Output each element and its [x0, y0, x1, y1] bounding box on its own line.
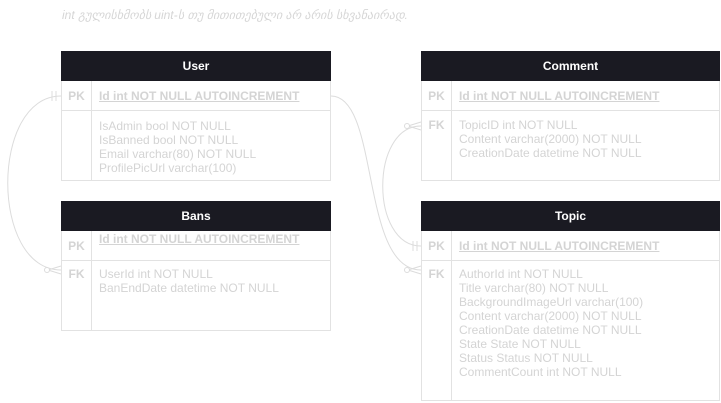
fk-label: FK [62, 261, 92, 330]
field: Title varchar(80) NOT NULL [459, 281, 609, 295]
key-column [62, 111, 92, 180]
pk-label: PK [62, 231, 92, 260]
field: CommentCount int NOT NULL [459, 365, 622, 379]
table-comment-fields-row: FK TopicID int NOT NULL Content varchar(… [421, 111, 720, 181]
table-user: User PK Id int NOT NULL AUTOINCREMENT Is… [61, 51, 331, 181]
field-list: TopicID int NOT NULL Content varchar(200… [459, 118, 715, 160]
table-topic: Topic PK Id int NOT NULL AUTOINCREMENT F… [421, 201, 720, 401]
field: AuthorId int NOT NULL [459, 267, 583, 281]
table-bans-fields-row: FK UserId int NOT NULL BanEndDate dateti… [61, 261, 331, 331]
table-comment-title: Comment [421, 51, 720, 81]
field: Status Status NOT NULL [459, 351, 593, 365]
table-topic-fields-row: FK AuthorId int NOT NULL Title varchar(8… [421, 261, 720, 401]
field: CreationDate datetime NOT NULL [459, 146, 642, 160]
table-bans: Bans PK Id int NOT NULL AUTOINCREMENT FK… [61, 201, 331, 331]
user-topic-relation [330, 95, 422, 271]
field: IsBanned bool NOT NULL [99, 133, 239, 147]
diagram-note: int გულისხმობს uint-ს თუ მითითებული არ ა… [62, 8, 408, 22]
pk-field: Id int NOT NULL AUTOINCREMENT [459, 89, 660, 103]
pk-label: PK [422, 231, 452, 260]
pk-field: Id int NOT NULL AUTOINCREMENT [99, 232, 300, 246]
pk-label: PK [62, 81, 92, 110]
field: BackgroundImageUrl varchar(100) [459, 295, 644, 309]
topic-comment-relation [382, 125, 422, 247]
pk-label: PK [422, 81, 452, 110]
field: TopicID int NOT NULL [459, 118, 578, 132]
table-comment-pk-row: PK Id int NOT NULL AUTOINCREMENT [421, 81, 720, 111]
table-topic-title: Topic [421, 201, 720, 231]
field: ProfilePicUrl varchar(100) [99, 161, 237, 175]
table-user-pk-row: PK Id int NOT NULL AUTOINCREMENT [61, 81, 331, 111]
field: State State NOT NULL [459, 337, 581, 351]
field: Email varchar(80) NOT NULL [99, 147, 257, 161]
field: IsAdmin bool NOT NULL [99, 119, 231, 133]
pk-field: Id int NOT NULL AUTOINCREMENT [459, 239, 660, 253]
field: CreationDate datetime NOT NULL [459, 323, 642, 337]
field-list: UserId int NOT NULL BanEndDate datetime … [99, 267, 326, 295]
fk-label: FK [422, 111, 452, 180]
table-comment: Comment PK Id int NOT NULL AUTOINCREMENT… [421, 51, 720, 181]
table-user-title: User [61, 51, 331, 81]
field: Content varchar(2000) NOT NULL [459, 132, 642, 146]
table-user-fields-row: IsAdmin bool NOT NULL IsBanned bool NOT … [61, 111, 331, 181]
field: BanEndDate datetime NOT NULL [99, 281, 279, 295]
field: UserId int NOT NULL [99, 267, 213, 281]
pk-field: Id int NOT NULL AUTOINCREMENT [99, 89, 300, 103]
field-list: AuthorId int NOT NULL Title varchar(80) … [459, 267, 715, 379]
fk-label: FK [422, 261, 452, 400]
user-bans-relation [7, 95, 62, 271]
table-bans-pk-row: PK Id int NOT NULL AUTOINCREMENT [61, 231, 331, 261]
table-topic-pk-row: PK Id int NOT NULL AUTOINCREMENT [421, 231, 720, 261]
table-bans-title: Bans [61, 201, 331, 231]
field-list: IsAdmin bool NOT NULL IsBanned bool NOT … [99, 119, 326, 175]
field: Content varchar(2000) NOT NULL [459, 309, 642, 323]
